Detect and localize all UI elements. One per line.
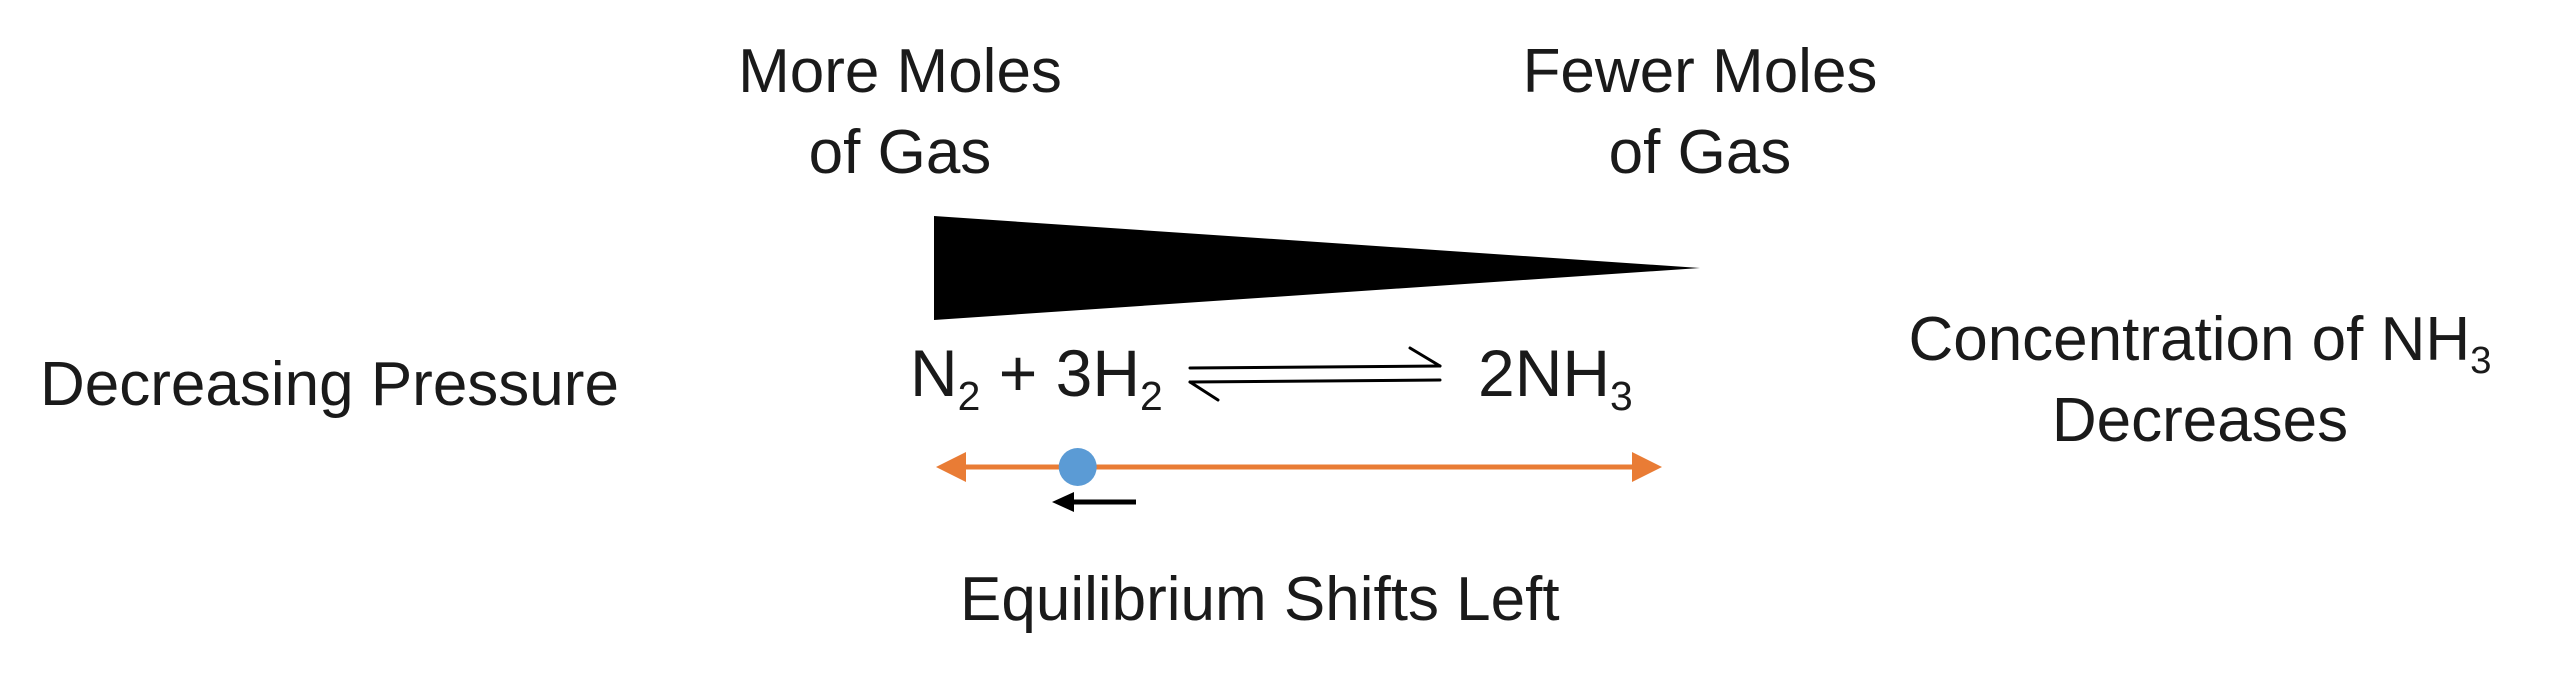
reaction-reactants: N2 + 3H2 — [910, 340, 1163, 417]
concentration-subscript: 3 — [2470, 339, 2492, 383]
fewer-moles-line1: Fewer Moles — [1522, 37, 1878, 106]
decreasing-pressure-label: Decreasing Pressure — [40, 350, 619, 419]
concentration-label: Concentration of NH3 Decreases — [1860, 300, 2540, 461]
concentration-line2: Decreases — [2051, 385, 2349, 455]
left-arrow-icon — [1052, 492, 1136, 512]
more-moles-line1: More Moles — [738, 37, 1062, 106]
reactant-n: N — [910, 336, 958, 410]
moles-wedge — [934, 216, 1700, 320]
equilibrium-arrows-icon — [1188, 346, 1442, 402]
equilibrium-shift-label: Equilibrium Shifts Left — [960, 565, 1560, 634]
concentration-prefix: Concentration of NH — [1908, 305, 2471, 374]
equilibrium-position-dot — [1058, 448, 1097, 486]
reaction-product: 2NH3 — [1478, 340, 1633, 417]
concentration-line1: Concentration of NH3 — [1860, 300, 2540, 383]
reactant-n-subscript: 2 — [957, 373, 981, 420]
fewer-moles-label: Fewer Moles of Gas — [1490, 32, 1910, 193]
reactant-h-subscript: 2 — [1140, 373, 1163, 420]
reactant-h: + 3H — [980, 336, 1141, 410]
more-moles-label: More Moles of Gas — [690, 32, 1110, 193]
fewer-moles-line2: of Gas — [1608, 117, 1792, 187]
product-nh: 2NH — [1478, 336, 1611, 410]
product-subscript: 3 — [1610, 373, 1633, 420]
more-moles-line2: of Gas — [808, 117, 992, 187]
